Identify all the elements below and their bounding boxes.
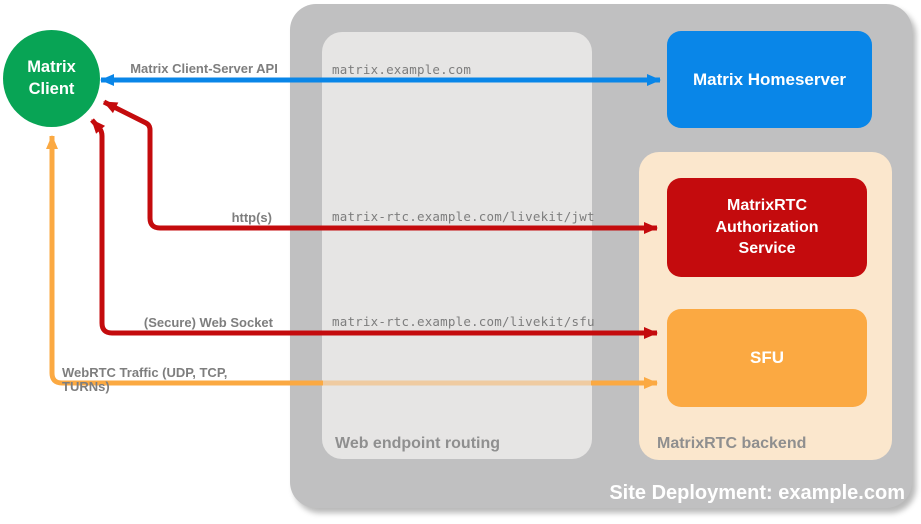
https-label: http(s) <box>231 210 272 225</box>
jwt-route-label: matrix-rtc.example.com/livekit/jwt <box>332 209 595 224</box>
webrtc-traffic-label: WebRTC Traffic (UDP, TCP, TURNs) <box>62 365 228 395</box>
sfu-route-label: matrix-rtc.example.com/livekit/sfu <box>332 314 595 329</box>
matrixrtc-backend-caption: MatrixRTC backend <box>657 435 807 452</box>
web-endpoint-routing-caption: Web endpoint routing <box>335 435 501 452</box>
webrtc-traffic-arrow <box>46 135 658 389</box>
homeserver-route-label: matrix.example.com <box>332 62 472 77</box>
sfu-node: SFU <box>667 309 867 407</box>
client-server-api-label: Matrix Client-Server API <box>130 61 278 76</box>
websocket-arrow <box>90 118 658 339</box>
matrix-client-node: Matrix Client <box>3 30 100 127</box>
matrixrtc-authorization-service-node: MatrixRTC Authorization Service <box>667 178 867 277</box>
site-deployment-title: Site Deployment: example.com <box>609 482 905 504</box>
matrix-homeserver-node: Matrix Homeserver <box>667 31 872 128</box>
https-arrow <box>102 99 658 234</box>
websocket-label: (Secure) Web Socket <box>143 315 273 330</box>
